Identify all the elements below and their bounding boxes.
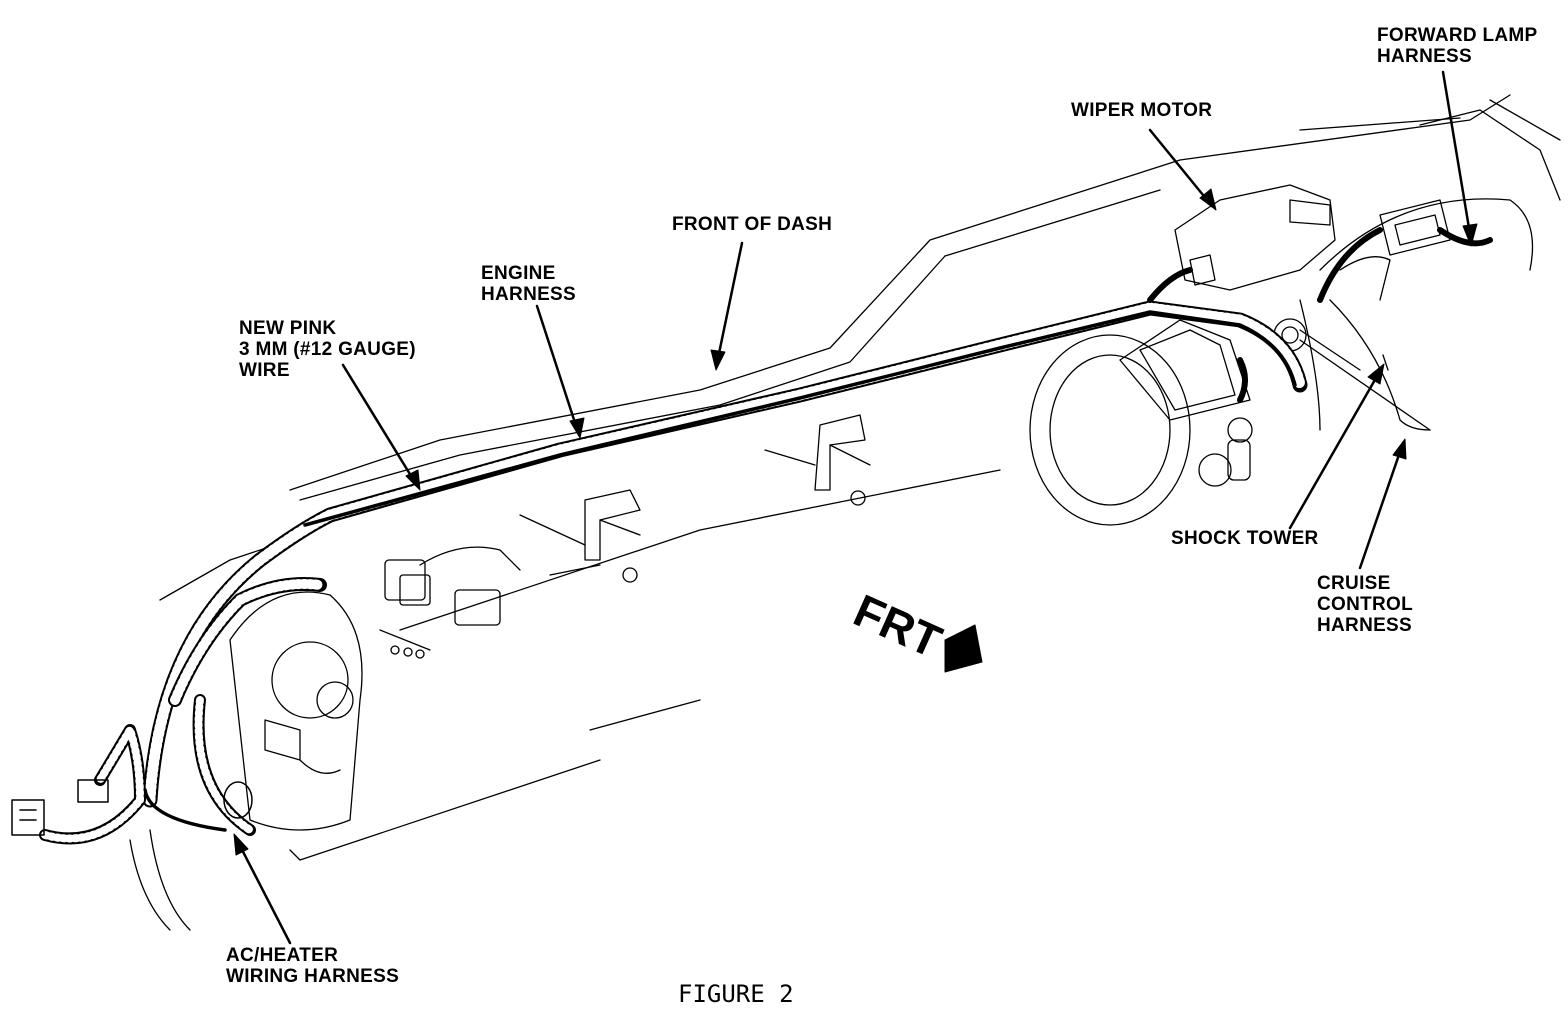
label-forward-lamp-harness: FORWARD LAMP HARNESS [1377, 25, 1538, 67]
ac-heater-harness-bundle [39, 577, 327, 845]
cruise-control-harness-line [1329, 256, 1431, 431]
left-connectors [11, 779, 109, 836]
mounting-brackets [519, 414, 871, 583]
wiper-motor-drawing [1174, 184, 1336, 291]
engine-harness-bundle [142, 300, 1308, 808]
label-front-of-dash: FRONT OF DASH [672, 214, 833, 235]
leader-arrowheads [233, 188, 1478, 856]
label-wiper-motor: WIPER MOTOR [1071, 100, 1213, 121]
forward-lamp-connector [1319, 198, 1534, 271]
frt-arrow-icon [944, 624, 983, 673]
label-shock-tower: SHOCK TOWER [1171, 528, 1319, 549]
label-ac-heater-wiring-harness: AC/HEATER WIRING HARNESS [226, 945, 400, 987]
label-new-pink-wire: NEW PINK 3 MM (#12 GAUGE) WIRE [239, 318, 416, 381]
label-engine-harness: ENGINE HARNESS [481, 263, 577, 305]
label-cruise-control-harness: CRUISE CONTROL HARNESS [1317, 573, 1414, 636]
brake-booster [1029, 319, 1253, 526]
upper-harness-branches [1147, 227, 1493, 403]
relay-cluster [379, 546, 521, 659]
leader-lines [235, 70, 1473, 945]
shock-tower-drawing [1273, 299, 1431, 431]
blower-motor-drawing [229, 591, 363, 831]
figure-caption: FIGURE 2 [678, 980, 794, 1008]
